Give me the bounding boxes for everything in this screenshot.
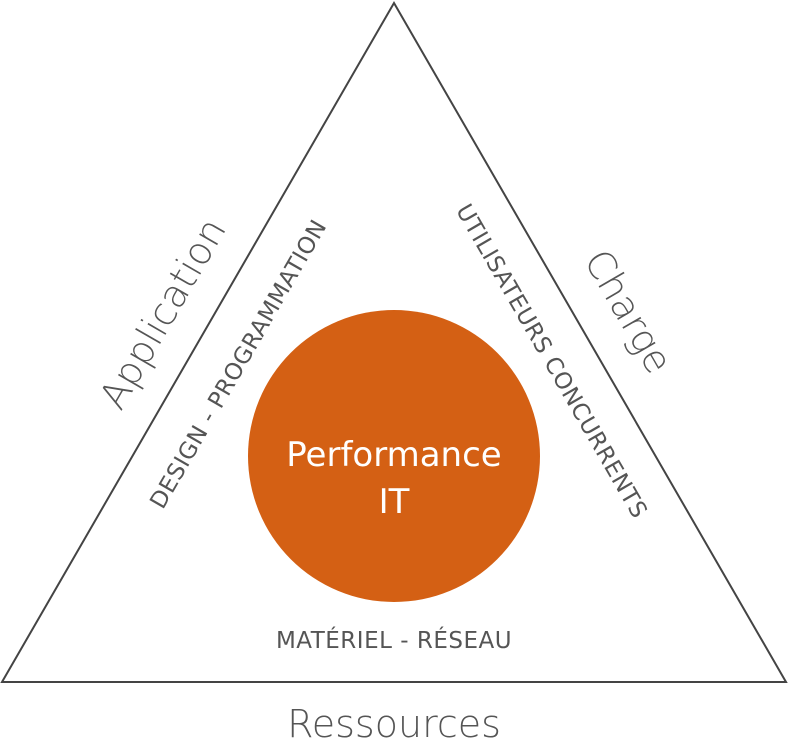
right-side-label: Charge: [575, 242, 681, 381]
bottom-inner-label: MATÉRIEL - RÉSEAU: [276, 626, 512, 654]
core-circle: [248, 310, 540, 602]
bottom-side-label: Ressources: [287, 702, 501, 742]
core-label-line1: Performance: [286, 435, 501, 475]
core-label-line2: IT: [379, 482, 410, 522]
triangle-outline: [0, 0, 788, 683]
